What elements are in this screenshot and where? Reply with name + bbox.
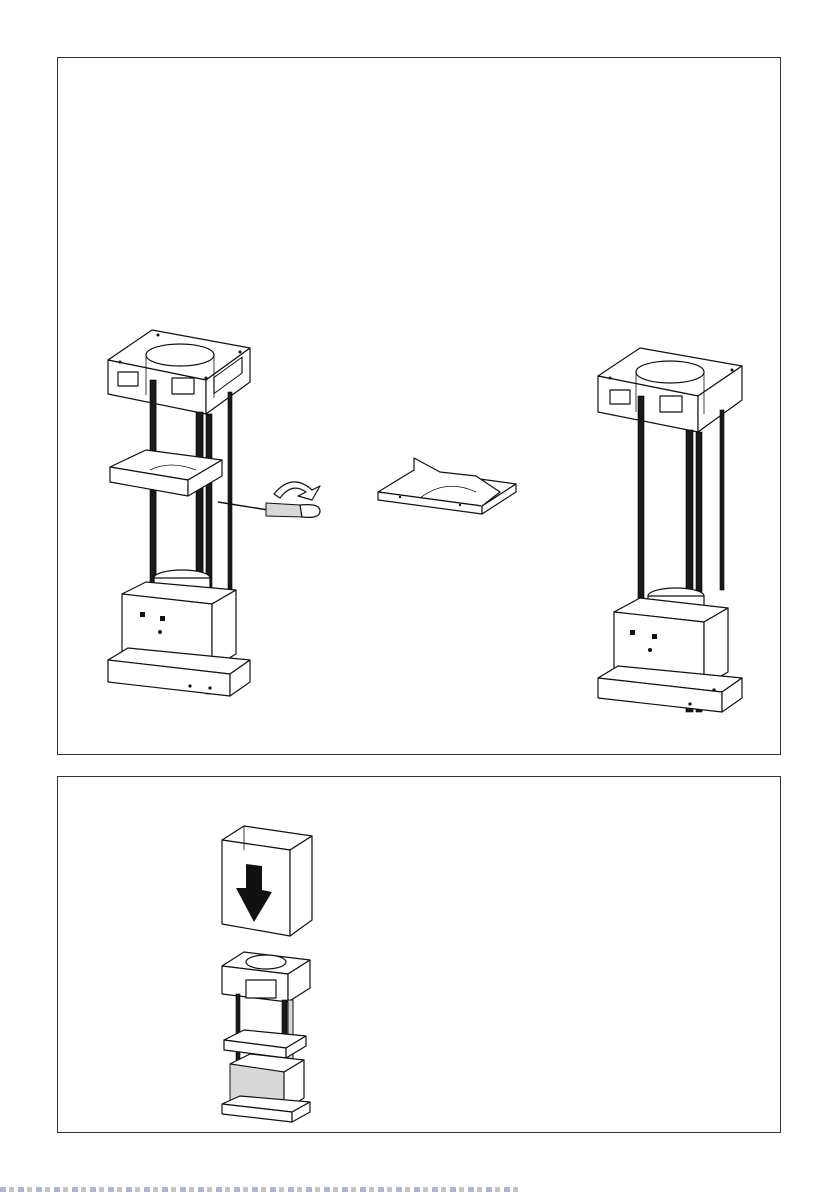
footer-strip: [0, 1187, 520, 1192]
screwdriver-icon: [218, 482, 320, 518]
step-panel-fit-chimney: [57, 776, 781, 1133]
frame-assembly-right: [598, 348, 742, 712]
removed-tray: [378, 458, 516, 514]
frame-assembly-left: [108, 330, 250, 696]
middle-tray: [110, 450, 222, 496]
